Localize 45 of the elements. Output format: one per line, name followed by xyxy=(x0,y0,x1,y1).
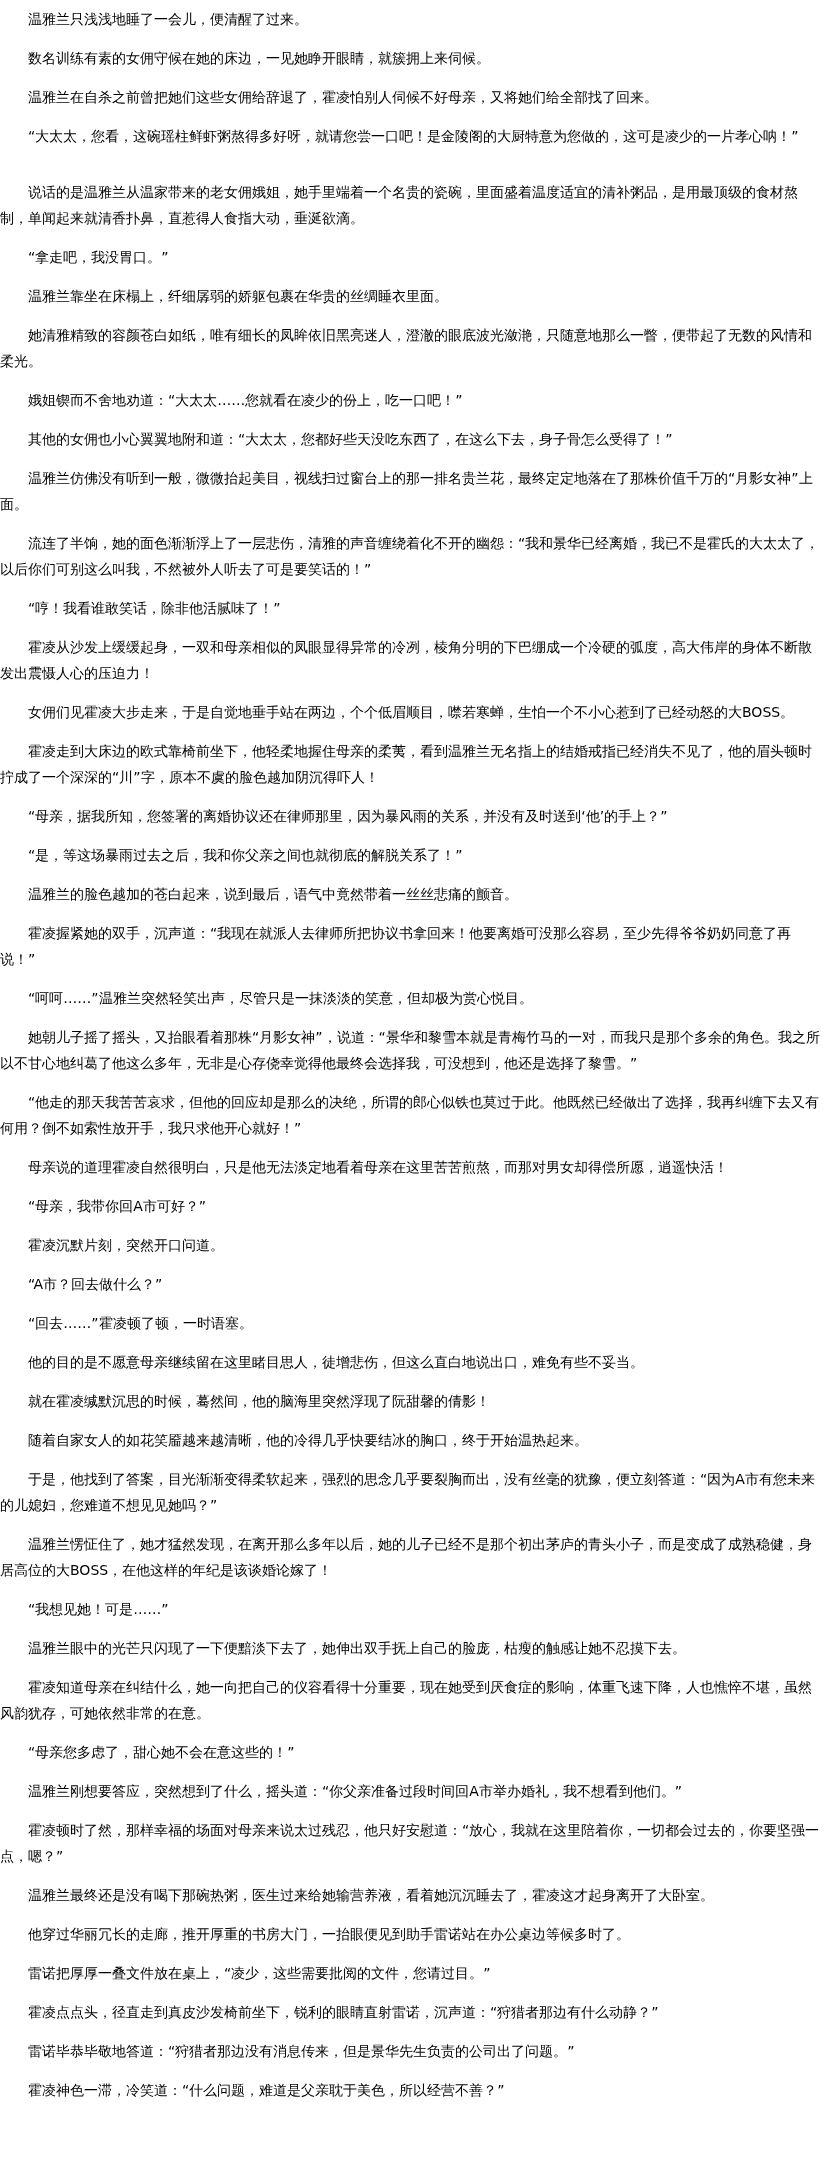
paragraph: 霍凌走到大床边的欧式靠椅前坐下，他轻柔地握住母亲的柔荑，看到温雅兰无名指上的结婚戒指已经消失不见了，他的眉头顿时拧成了一个深深的“川”字，原本不虞的脸色越加阴沉得吓人！ xyxy=(0,742,813,787)
paragraph: 温雅兰仿佛没有听到一般，微微抬起美目，视线扫过窗台上的那一排名贵兰花，最终定定地落在了那株价值千万的“月影女神”上面。 xyxy=(0,469,814,514)
paragraph: 温雅兰靠坐在床榻上，纤细孱弱的娇躯包裹在华贵的丝绸睡衣里面。 xyxy=(27,287,449,306)
paragraph: “呵呵……”温雅兰突然轻笑出声，尽管只是一抹淡淡的笑意，但却极为赏心悦目。 xyxy=(27,989,534,1008)
paragraph: 他穿过华丽冗长的走廊，推开厚重的书房大门，一抬眼便见到助手雷诺站在办公桌边等候多时了。 xyxy=(27,1925,631,1944)
paragraph: 温雅兰愣怔住了，她才猛然发现，在离开那么多年以后，她的儿子已经不是那个初出茅庐的青头小子，而是变成了成熟稳健，身居高位的大BOSS，在他这样的年纪是该谈婚论嫁了！ xyxy=(0,1535,813,1580)
paragraph: 随着自家女人的如花笑靥越来越清晰，他的冷得几乎快要结冰的胸口，终于开始温热起来。 xyxy=(27,1431,589,1450)
paragraph: 温雅兰只浅浅地睡了一会儿，便清醒了过来。 xyxy=(27,10,309,29)
paragraph: 娥姐锲而不舍地劝道：“大太太……您就看在凌少的份上，吃一口吧！” xyxy=(27,391,464,410)
paragraph: 温雅兰在自杀之前曾把她们这些女佣给辞退了，霍凌怕别人伺候不好母亲，又将她们给全部找了回来。 xyxy=(27,88,659,107)
paragraph: “我想见她！可是……” xyxy=(27,1600,170,1619)
paragraph: 数名训练有素的女佣守候在她的床边，一见她睁开眼睛，就簇拥上来伺候。 xyxy=(27,49,491,68)
paragraph: 其他的女佣也小心翼翼地附和道：“大太太，您都好些天没吃东西了，在这么下去，身子骨怎么受得了！” xyxy=(27,430,674,449)
paragraph: 霍凌沉默片刻，突然开口问道。 xyxy=(27,1236,225,1255)
paragraph: “A市？回去做什么？” xyxy=(27,1275,164,1294)
paragraph: “是，等这场暴雨过去之后，我和你父亲之间也就彻底的解脱关系了！” xyxy=(27,846,464,865)
paragraph: “大太太，您看，这碗瑶柱鲜虾粥熬得多好呀，就请您尝一口吧！是金陵阁的大厨特意为您做的，这可是凌少的一片孝心呐！” xyxy=(27,127,800,146)
paragraph: “母亲您多虑了，甜心她不会在意这些的！” xyxy=(27,1743,296,1762)
paragraph: 她清雅精致的容颜苍白如纸，唯有细长的凤眸依旧黑亮迷人，澄澈的眼底波光潋滟，只随意地那么一瞥，便带起了无数的风情和柔光。 xyxy=(0,326,813,371)
paragraph: 霍凌从沙发上缓缓起身，一双和母亲相似的凤眼显得异常的冷冽，棱角分明的下巴绷成一个冷硬的弧度，高大伟岸的身体不断散发出震慑人心的压迫力！ xyxy=(0,638,813,683)
paragraph: “拿走吧，我没胃口。” xyxy=(27,248,170,267)
paragraph: 温雅兰眼中的光芒只闪现了一下便黯淡下去了，她伸出双手抚上自己的脸庞，枯瘦的触感让她不忍摸下去。 xyxy=(27,1639,687,1658)
paragraph: 雷诺把厚厚一叠文件放在桌上，“凌少，这些需要批阅的文件，您请过目。” xyxy=(27,1964,492,1983)
paragraph: 霍凌顿时了然，那样幸福的场面对母亲来说太过残忍，他只好安慰道：“放心，我就在这里陪着你，一切都会过去的，你要坚强一点，嗯？” xyxy=(0,1821,821,1866)
paragraph: 霍凌握紧她的双手，沉声道：“我现在就派人去律师所把协议书拿回来！他要离婚可没那么容易，至少先得爷爷奶奶同意了再说！” xyxy=(0,924,793,969)
paragraph: 于是，他找到了答案，目光渐渐变得柔软起来，强烈的思念几乎要裂胸而出，没有丝毫的犹豫，便立刻答道：“因为A市有您未来的儿媳妇，您难道不想见见她吗？” xyxy=(0,1470,816,1515)
paragraph: 母亲说的道理霍凌自然很明白，只是他无法淡定地看着母亲在这里苦苦煎熬，而那对男女却得偿所愿，逍遥快活！ xyxy=(27,1158,729,1177)
paragraph: 流连了半饷，她的面色渐渐浮上了一层悲伤，清雅的声音缠绕着化不开的幽怨：“我和景华已经离婚，我已不是霍氏的大太太了，以后你们可别这么叫我，不然被外人听去了可是要笑话的！” xyxy=(0,534,821,579)
paragraph: 女佣们见霍凌大步走来，于是自觉地垂手站在两边，个个低眉顺目，噤若寒蝉，生怕一个不小心惹到了已经动怒的大BOSS。 xyxy=(27,703,796,722)
paragraph: 霍凌神色一滞，冷笑道：“什么问题，难道是父亲耽于美色，所以经营不善？” xyxy=(27,2081,506,2100)
paragraph: 温雅兰的脸色越加的苍白起来，说到最后，语气中竟然带着一丝丝悲痛的颤音。 xyxy=(27,885,519,904)
paragraph: “哼！我看谁敢笑话，除非他活腻味了！” xyxy=(27,599,282,618)
paragraph: 雷诺毕恭毕敬地答道：“狩猎者那边没有消息传来，但是景华先生负责的公司出了问题。” xyxy=(27,2042,576,2061)
paragraph: “他走的那天我苦苦哀求，但他的回应却是那么的决绝，所谓的郎心似铁也莫过于此。他既然已经做出了选择，我再纠缠下去又有何用？倒不如索性放开手，我只求他开心就好！” xyxy=(0,1093,821,1138)
paragraph: 温雅兰最终还是没有喝下那碗热粥，医生过来给她输营养液，看着她沉沉睡去了，霍凌这才起身离开了大卧室。 xyxy=(27,1886,715,1905)
paragraph: 就在霍凌缄默沉思的时候，蓦然间，他的脑海里突然浮现了阮甜馨的倩影！ xyxy=(27,1392,491,1411)
paragraph: 霍凌点点头，径直走到真皮沙发椅前坐下，锐利的眼睛直射雷诺，沉声道：“狩猎者那边有什么动静？” xyxy=(27,2003,660,2022)
paragraph: 她朝儿子摇了摇头，又抬眼看着那株“月影女神”，说道：“景华和黎雪本就是青梅竹马的一对，而我只是那个多余的角色。我之所以不甘心地纠葛了他这么多年，无非是心存侥幸觉得他最终会选择我，可没想到，他还是选择了黎雪。” xyxy=(0,1028,821,1073)
paragraph: 温雅兰刚想要答应，突然想到了什么，摇头道：“你父亲准备过段时间回A市举办婚礼，我不想看到他们。” xyxy=(27,1782,684,1801)
paragraph: 说话的是温雅兰从温家带来的老女佣娥姐，她手里端着一个名贵的瓷碗，里面盛着温度适宜的清补粥品，是用最顶级的食材熬制，单闻起来就清香扑鼻，直惹得人食指大动，垂涎欲滴。 xyxy=(0,183,799,228)
paragraph: “母亲，我带你回A市可好？” xyxy=(27,1197,208,1216)
paragraph: 霍凌知道母亲在纠结什么，她一向把自己的仪容看得十分重要，现在她受到厌食症的影响，体重飞速下降，人也憔悴不堪，虽然风韵犹存，可她依然非常的在意。 xyxy=(0,1678,813,1723)
paragraph: “回去……”霍凌顿了顿，一时语塞。 xyxy=(27,1314,254,1333)
paragraph: 他的目的是不愿意母亲继续留在这里睹目思人，徒增悲伤，但这么直白地说出口，难免有些不妥当。 xyxy=(27,1353,645,1372)
paragraph: “母亲，据我所知，您签署的离婚协议还在律师那里，因为暴风雨的关系，并没有及时送到‘他’的手上？” xyxy=(27,807,669,826)
